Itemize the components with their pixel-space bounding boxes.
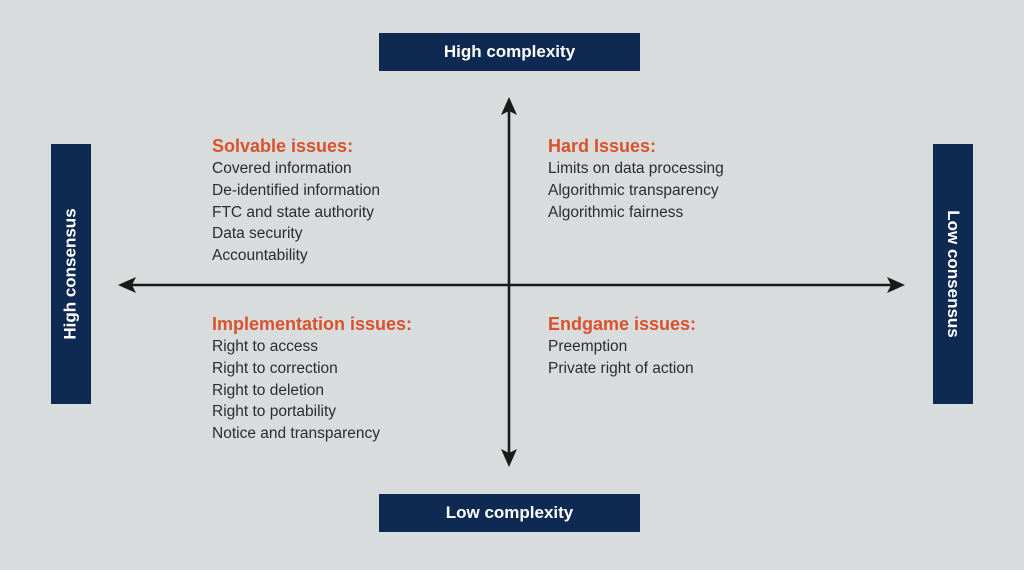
vertical-axis-top-arrowhead [501,97,517,115]
axis-label-text: High complexity [443,42,576,61]
quadrant-heading: Solvable issues: [212,136,354,156]
list-item: Covered information [212,160,352,177]
list-item: Right to correction [212,359,338,377]
quadrant-endgame-issues: Endgame issues: Preemption Private right… [548,314,696,380]
quadrant-heading: Endgame issues: [548,314,697,334]
axis-label-high-complexity: High complexity [379,33,640,71]
list-item: Private right of action [548,359,694,377]
list-item: Right to portability [212,403,337,421]
quadrant-implementation-issues: Implementation issues: Right to access R… [212,314,412,445]
list-item: Right to access [212,338,318,355]
list-item: De-identified information [212,181,381,199]
list-item: Algorithmic transparency [548,181,719,199]
quadrant-hard-issues: Hard Issues: Limits on data processing A… [548,136,724,223]
axis-label-low-complexity: Low complexity [379,494,640,532]
list-item: Preemption [548,338,628,355]
vertical-axis-bottom-arrowhead [501,449,517,467]
quadrant-solvable-issues: Solvable issues: Covered information De-… [212,136,380,267]
list-item: Right to deletion [212,381,325,399]
list-item: FTC and state authority [212,203,374,221]
axis-label-high-consensus: High consensus [51,144,91,404]
axis-label-low-consensus: Low consensus [933,144,973,404]
list-item: Accountability [212,247,308,265]
axis-label-text: Low complexity [445,503,574,522]
quadrant-item-list: Right to access Right to correction Righ… [212,336,412,445]
list-item: Notice and transparency [212,425,381,443]
horizontal-axis-right-arrowhead [887,277,905,293]
horizontal-axis-left-arrowhead [118,277,136,293]
list-item: Data security [212,225,303,243]
quadrant-heading: Implementation issues: [212,314,413,334]
quadrant-item-list: Covered information De-identified inform… [212,158,380,267]
list-item: Limits on data processing [548,160,724,177]
quadrant-item-list: Preemption Private right of action [548,336,696,380]
quadrant-heading: Hard Issues: [548,136,657,156]
quadrant-item-list: Limits on data processing Algorithmic tr… [548,158,724,223]
list-item: Algorithmic fairness [548,203,684,221]
